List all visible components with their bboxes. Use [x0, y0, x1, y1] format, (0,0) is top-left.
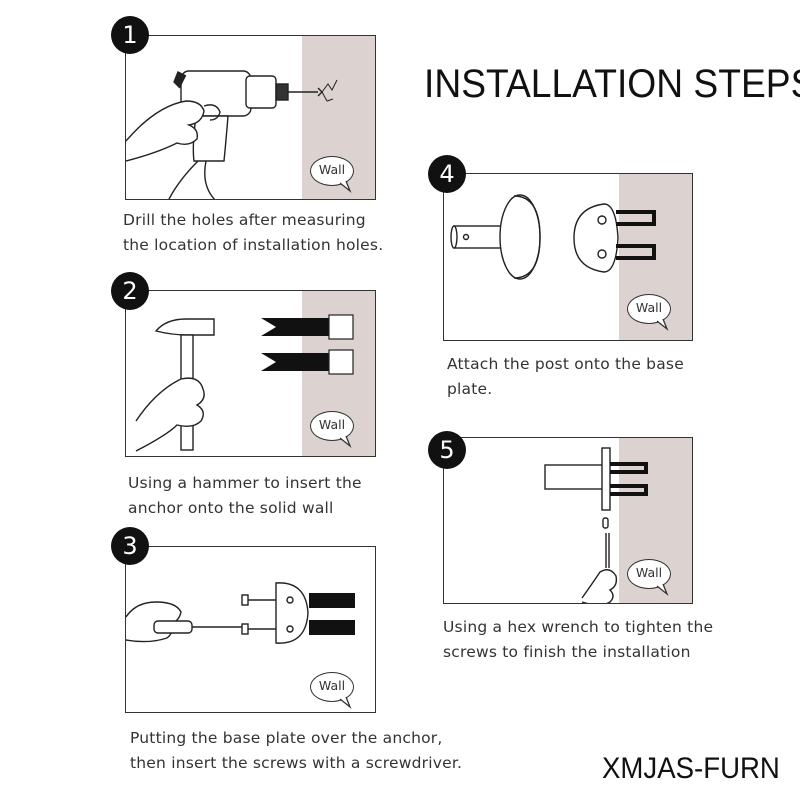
step-badge-5: 5 — [428, 431, 466, 469]
step-3-panel: Wall — [125, 546, 376, 713]
step-4-caption-line2: plate. — [447, 380, 493, 398]
step-2-caption: Using a hammer to insert the anchor onto… — [128, 471, 362, 521]
page-title: INSTALLATION STEPS — [424, 62, 800, 106]
brand-name: XMJAS-FURN — [602, 752, 780, 785]
step-4-caption-line1: Attach the post onto the base — [447, 355, 684, 373]
drill-illustration — [126, 70, 338, 199]
wall-label: Wall — [635, 300, 663, 315]
step-5-panel: Wall — [443, 437, 693, 604]
hex-wrench-illustration — [544, 447, 648, 603]
step-5-caption: Using a hex wrench to tighten the screws… — [443, 615, 713, 665]
step-3-caption-line1: Putting the base plate over the anchor, — [130, 729, 443, 747]
step-1-panel: Wall — [125, 35, 376, 200]
wall-label: Wall — [318, 678, 346, 693]
step-2-caption-line1: Using a hammer to insert the — [128, 474, 362, 492]
screwdriver-and-plate-illustration — [126, 582, 355, 644]
step-3-caption: Putting the base plate over the anchor, … — [130, 726, 462, 776]
step-4-caption: Attach the post onto the base plate. — [447, 352, 684, 402]
step-1-caption: Drill the holes after measuring the loca… — [123, 208, 383, 258]
hammer-and-anchors-illustration — [135, 314, 354, 452]
post-and-plate-illustration — [450, 194, 656, 280]
wall-label: Wall — [635, 565, 663, 580]
step-badge-4: 4 — [428, 155, 466, 193]
wall-label: Wall — [318, 162, 346, 177]
step-badge-3: 3 — [111, 527, 149, 565]
step-4-panel: Wall — [443, 173, 693, 341]
step-5-caption-line1: Using a hex wrench to tighten the — [443, 618, 714, 636]
wall-label: Wall — [318, 417, 346, 432]
step-2-caption-line2: anchor onto the solid wall — [128, 499, 334, 517]
step-5-caption-line2: screws to finish the installation — [443, 643, 691, 661]
step-3-caption-line2: then insert the screws with a screwdrive… — [130, 754, 463, 772]
step-2-panel: Wall — [125, 290, 376, 457]
step-1-caption-line1: Drill the holes after measuring — [123, 211, 366, 229]
step-1-caption-line2: the location of installation holes. — [123, 236, 384, 254]
step-badge-2: 2 — [111, 272, 149, 310]
step-badge-1: 1 — [111, 16, 149, 54]
